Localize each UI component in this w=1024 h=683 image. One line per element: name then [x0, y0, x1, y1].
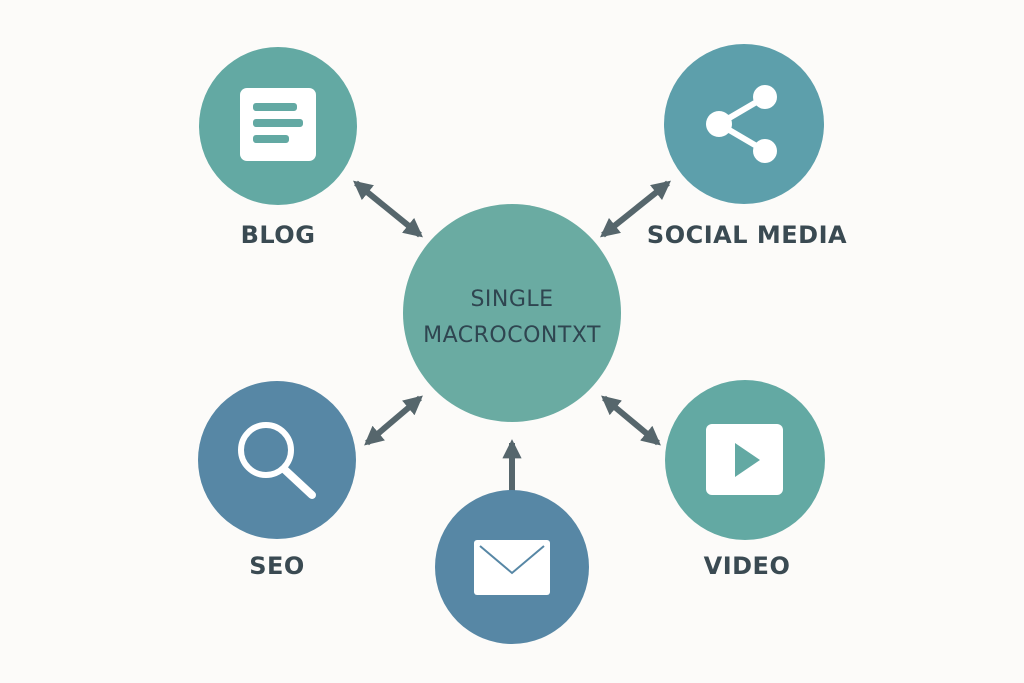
arrow-seo-center [364, 395, 423, 446]
center-circle [403, 204, 621, 422]
search-icon [238, 422, 316, 499]
arrow-video-center [601, 395, 661, 446]
arrow-social-center [600, 180, 671, 238]
video-label: VIDEO [704, 552, 791, 580]
seo-label: SEO [249, 552, 305, 580]
share-icon [706, 85, 777, 163]
blog-node: BLOG [199, 47, 357, 249]
social-media-node: SOCIAL MEDIA [647, 44, 847, 249]
center-node: SINGLE MACROCONTXT [403, 204, 621, 422]
document-icon [240, 88, 316, 161]
connector-arrows [353, 180, 671, 492]
center-label-line2: MACROCONTXT [423, 323, 601, 348]
seo-circle [198, 381, 356, 539]
video-node: VIDEO [665, 380, 825, 580]
blog-label: BLOG [241, 221, 316, 249]
play-icon [706, 424, 783, 495]
center-label-line1: SINGLE [470, 287, 553, 312]
social-media-label: SOCIAL MEDIA [647, 221, 847, 249]
arrow-blog-center [353, 180, 423, 238]
email-node [435, 490, 589, 644]
envelope-icon [474, 540, 550, 595]
social-media-circle [664, 44, 824, 204]
seo-node: SEO [198, 381, 356, 580]
